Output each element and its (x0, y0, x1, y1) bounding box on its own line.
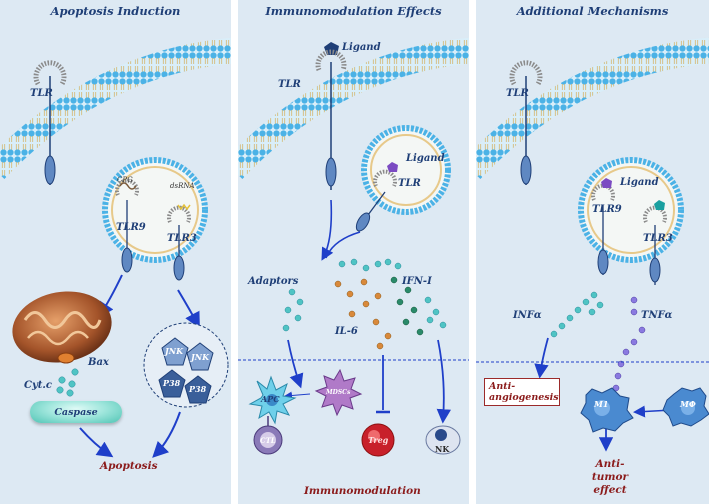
p38-icon-1 (158, 369, 186, 398)
endosome-ligand-label: Ligand (406, 153, 445, 164)
cpg-dna-icon (119, 182, 137, 190)
tlr-receptor-icon (315, 49, 347, 190)
plasma-membrane (238, 37, 469, 179)
panel-2-graphics (238, 37, 469, 457)
tlr-receptor-icon (509, 60, 543, 185)
mdscs-cell-icon (314, 368, 363, 417)
anti-tumor-label: Anti-tumor effect (591, 458, 629, 496)
tlr3-label: TLR3 (643, 233, 673, 244)
il6-label: IL-6 (335, 326, 358, 337)
infa-dots (550, 291, 604, 338)
nk-cell-icon (425, 425, 461, 455)
plasma-membrane (0, 37, 231, 179)
panel-apoptosis-induction: Apoptosis Induction TLR CPG dsRNA TLR9 T… (0, 0, 231, 504)
tlr9-receptor-icon (591, 178, 615, 275)
ctl-label: CTL (260, 436, 276, 445)
panel-immunomodulation-effects: Immunomodulation Effects Ligand TLR Liga… (238, 0, 469, 504)
endosome-tlr-label: TLR (398, 178, 421, 189)
treg-cell-icon (361, 423, 395, 457)
p38-label-1: P38 (163, 378, 181, 388)
m1-label: M1 (594, 399, 609, 409)
p38-label-2: P38 (189, 384, 207, 394)
apc-cell-icon (248, 375, 297, 425)
bax-label: Bax (88, 357, 109, 368)
tnfa-dots (612, 296, 646, 392)
jnk-label-1: JNK (165, 346, 184, 356)
panel-1-graphics (0, 37, 231, 458)
panel-title: Apoptosis Induction (50, 4, 181, 18)
treg-label: Treg (368, 435, 389, 445)
panel-title: Immunomodulation Effects (265, 4, 442, 18)
tlr9-receptor-icon (115, 178, 139, 273)
endosomal-tlr-icon (355, 162, 398, 232)
panel-title: Additional Mechanisms (516, 4, 669, 18)
tlr3-receptor-icon (643, 200, 667, 285)
immunomodulation-label: Immunomodulation (304, 485, 421, 497)
jnk-label-2: JNK (191, 352, 210, 362)
infa-label: INFα (513, 310, 542, 321)
p38-icon-2 (184, 375, 212, 404)
ligand-label: Ligand (342, 42, 381, 53)
tlr-receptor-icon (33, 60, 67, 185)
tnfa-label: TNFα (641, 310, 673, 321)
jnk-icon-2 (186, 342, 214, 371)
ligand-label: Ligand (620, 177, 659, 188)
adaptors-label: Adaptors (248, 276, 299, 287)
plasma-membrane (476, 37, 709, 179)
panel-additional-mechanisms: Additional Mechanisms TLR Ligand TLR9 TL… (476, 0, 709, 504)
cpg-label: CPG (117, 176, 133, 184)
cytc-label: Cyt.c (24, 380, 52, 391)
dsrna-label: dsRNA (170, 182, 195, 190)
mo-macrophage-icon (662, 387, 709, 427)
ctl-cell-icon (253, 416, 283, 455)
tlr3-receptor-icon (167, 203, 191, 281)
anti-angiogenesis-box: Anti-angiogenesis (484, 378, 560, 406)
cytokine-dots (282, 258, 447, 350)
jnk-icon-1 (161, 337, 189, 366)
endosome (102, 157, 208, 263)
endosome (361, 125, 451, 215)
tlr3-label: TLR3 (167, 233, 197, 244)
tlr-label: TLR (278, 79, 301, 90)
caspase-label: Caspase (30, 401, 122, 423)
ifn-label: IFN-I (402, 276, 432, 287)
tlr-label: TLR (30, 88, 53, 99)
panel-3-graphics (476, 37, 709, 452)
mapk-complex (143, 322, 229, 408)
tlr9-label: TLR9 (592, 204, 622, 215)
cytochrome-c-dots (56, 368, 79, 397)
nk-label: NK (435, 444, 450, 454)
apc-label: APC (261, 394, 280, 404)
mitochondrion-icon (12, 291, 112, 364)
mo-label: MΦ (680, 399, 696, 409)
tlr-label: TLR (506, 88, 529, 99)
tlr9-label: TLR9 (116, 222, 146, 233)
mdscs-label: MDSCs (326, 389, 351, 396)
apoptosis-label: Apoptosis (100, 460, 158, 472)
m1-macrophage-icon (580, 387, 634, 433)
